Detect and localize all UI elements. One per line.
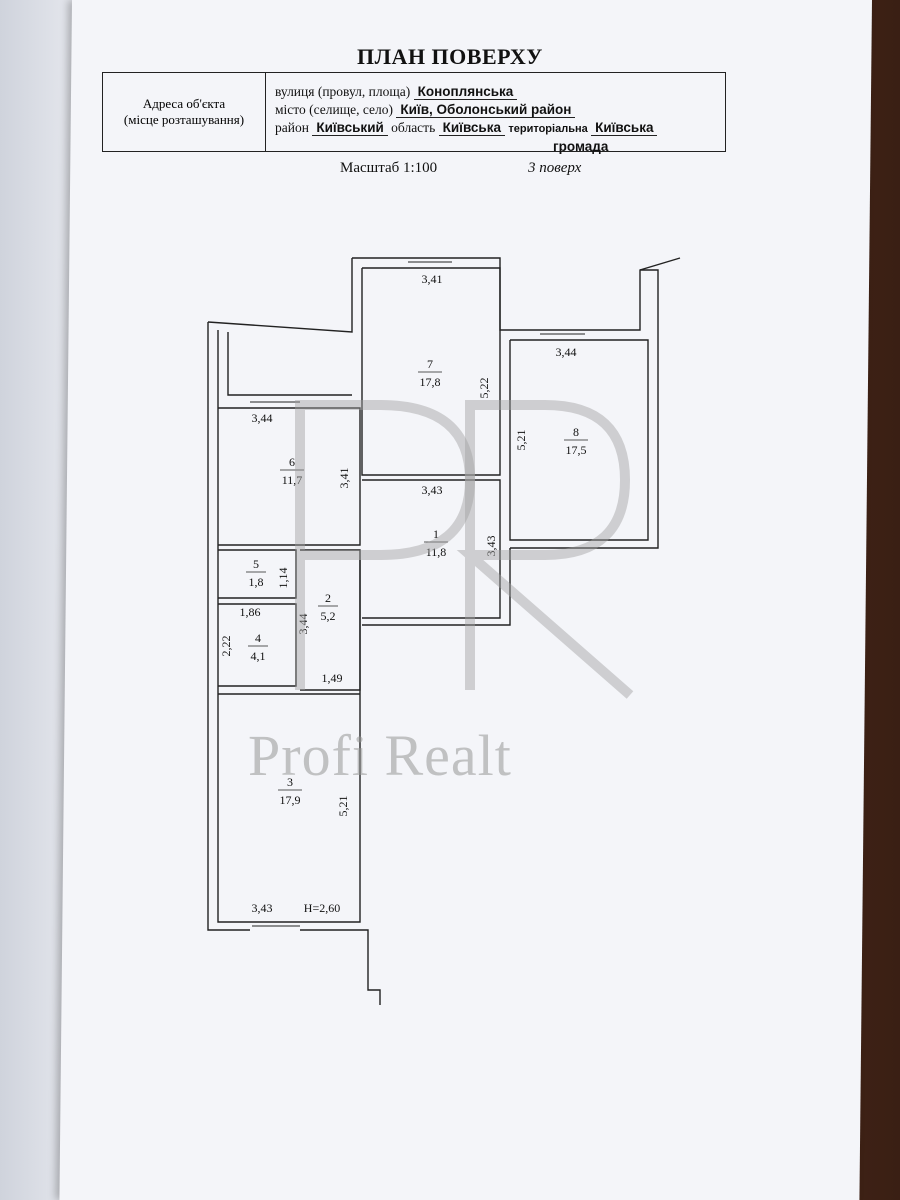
room-4-label: 4 4,1 [248,631,268,663]
room-7-label: 7 17,8 [418,357,442,389]
room-area: 17,9 [280,793,301,807]
district-value: Київський [312,120,388,136]
street-line: вулиця (провул, площа) Коноплянська [275,83,723,101]
address-table: Адреса об'єкта (місце розташування) вули… [102,72,726,154]
room-area: 11,7 [282,473,303,487]
room-3-label: 3 17,9 [278,775,302,807]
dimension-label: 3,43 [252,901,273,915]
dimension-label: 5,22 [477,378,491,399]
dimension-label: 3,43 [422,483,443,497]
community-value: Київська [591,120,658,136]
district-label: район [275,120,309,135]
city-value: Київ, Оболонський район [396,102,576,118]
ceiling-height-label: H=2,60 [304,901,340,915]
dimension-label: 3,41 [422,272,443,286]
room-area: 4,1 [251,649,266,663]
room-number: 5 [253,557,259,571]
room-area: 11,8 [426,545,447,559]
address-label: Адреса об'єкта [142,96,226,111]
dimension-label: 1,86 [240,605,261,619]
watermark-text: Profi Realt [248,723,512,788]
floor-label: 3 поверх [528,160,582,176]
dimension-label: 3,41 [337,468,351,489]
pr-logo-watermark [295,400,634,699]
scale-label: Масштаб 1:100 [340,160,438,176]
city-line: місто (селище, село) Київ, Оболонський р… [275,101,723,119]
room-number: 8 [573,425,579,439]
oblast-label: область [391,120,436,135]
dimension-label: 1,49 [322,671,343,685]
dimension-label: 3,44 [296,614,310,635]
street-label: вулиця (провул, площа) [275,84,411,99]
room-6-label: 6 11,7 [280,455,304,487]
room-area: 17,5 [566,443,587,457]
room-number: 2 [325,591,331,605]
dimension-label: 5,21 [336,796,350,817]
plan-walls [207,257,681,1005]
district-line: район Київський область Київська територ… [275,119,723,138]
room-number: 3 [287,775,293,789]
room-area: 1,8 [249,575,264,589]
dimension-label: 5,21 [514,430,528,451]
window-marks [250,261,585,927]
room-area: 17,8 [420,375,441,389]
address-sublabel: (місце розташування) [123,112,245,127]
room-number: 7 [427,357,433,371]
room-number: 1 [433,527,439,541]
dimension-label: 3,44 [252,411,273,425]
room-5-label: 5 1,8 [246,557,266,589]
room-1-label: 1 11,8 [424,527,448,559]
dimension-label: 3,43 [484,536,498,557]
dimension-label: 3,44 [556,345,577,359]
page-title: ПЛАН ПОВЕРХУ [357,44,543,69]
room-number: 4 [255,631,261,645]
city-label: місто (селище, село) [275,102,394,117]
dimension-label: 1,14 [276,568,290,589]
community-label: територіальна [508,123,588,135]
room-area: 5,2 [321,609,336,623]
room-number: 6 [289,455,295,469]
dimension-label: 2,22 [219,636,233,657]
room-8-label: 8 17,5 [564,425,588,457]
street-value: Коноплянська [413,84,518,100]
address-label-cell: Адреса об'єкта (місце розташування) [103,73,266,151]
address-lines: вулиця (провул, площа) Коноплянська міст… [275,83,723,156]
oblast-value: Київська [438,120,505,136]
community-label-2: громада [553,139,609,154]
room-2-label: 2 5,2 [318,591,338,623]
